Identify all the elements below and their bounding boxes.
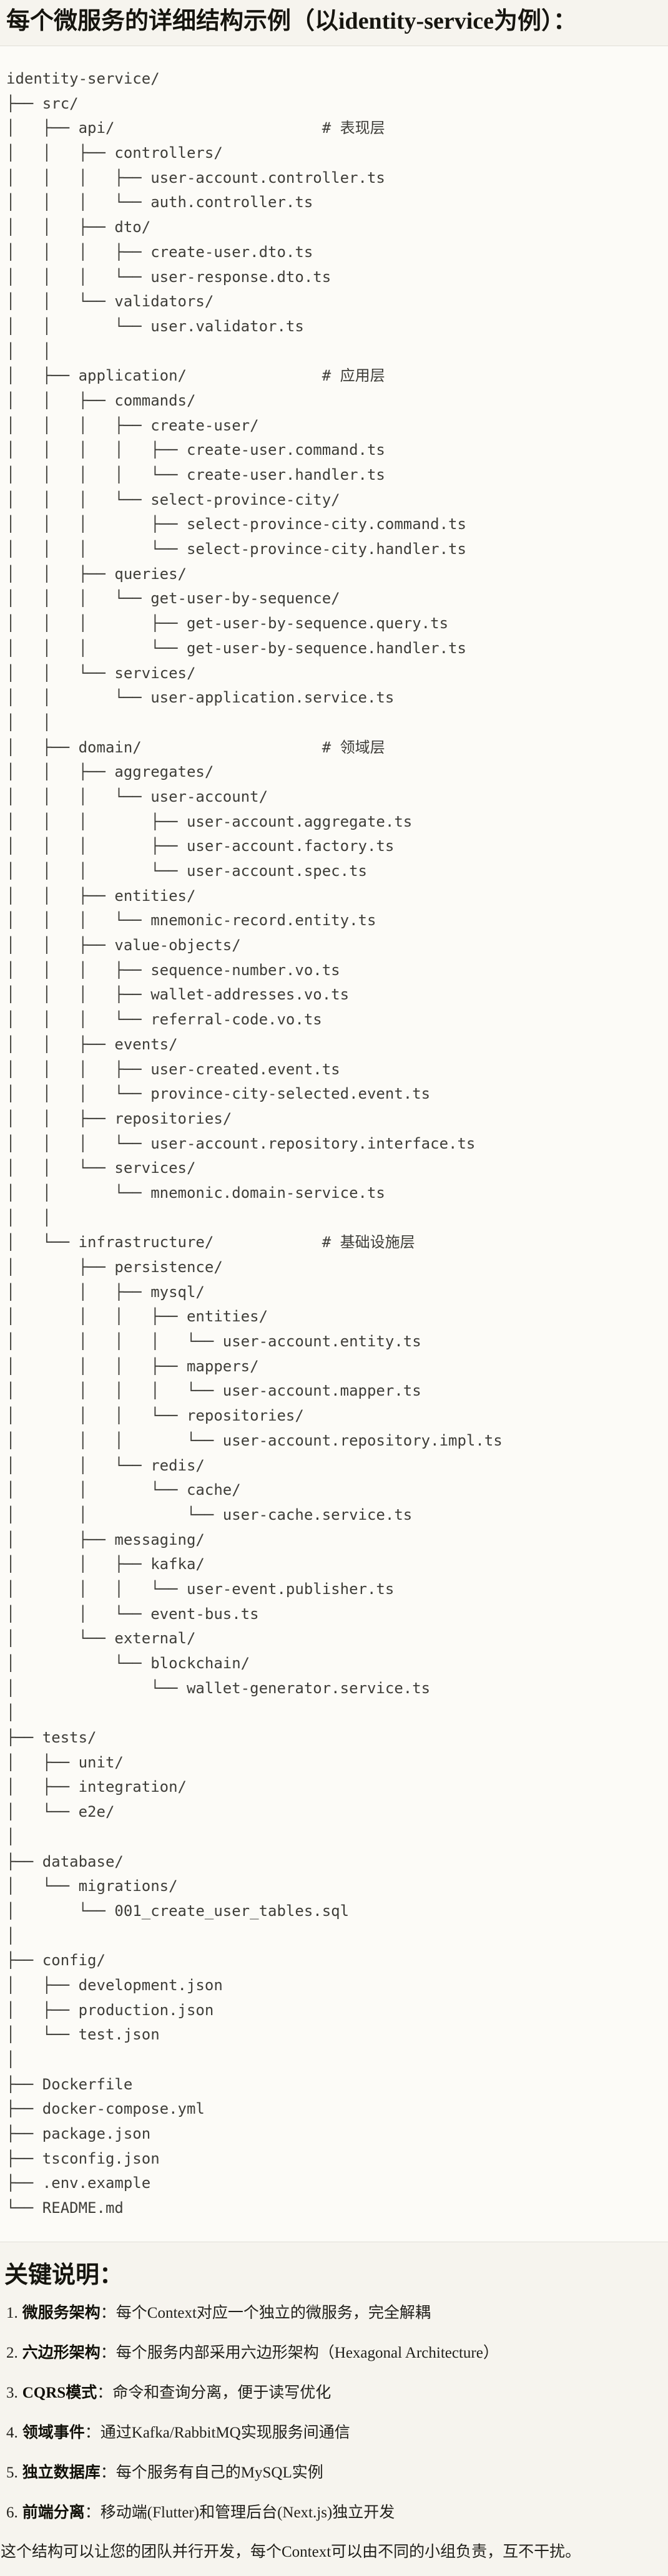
note-text: ：每个服务内部采用六边形架构（Hexagonal Architecture）: [100, 2344, 499, 2361]
page: { "title": "每个微服务的详细结构示例（以identity-servi…: [0, 7, 668, 2576]
file-tree: identity-service/ ├── src/ │ ├── api/ # …: [6, 70, 503, 2217]
note-number: 6.: [6, 2504, 18, 2521]
note-label: 六边形架构: [22, 2344, 101, 2361]
note-text: ：移动端(Flutter)和管理后台(Next.js)独立开发: [84, 2504, 395, 2521]
page-title: 每个微服务的详细结构示例（以identity-service为例）：: [6, 8, 577, 34]
note-item-6: 6.前端分离：移动端(Flutter)和管理后台(Next.js)独立开发: [0, 2502, 668, 2524]
key-notes-section: 关键说明： 1.微服务架构：每个Context对应一个独立的微服务，完全解耦 2…: [0, 2262, 668, 2564]
code-block: identity-service/ ├── src/ │ ├── api/ # …: [0, 46, 668, 2242]
note-label: 独立数据库: [22, 2464, 101, 2481]
note-text: ：命令和查询分离，便于读写优化: [97, 2384, 332, 2401]
note-item-3: 3.CQRS模式：命令和查询分离，便于读写优化: [0, 2383, 668, 2404]
note-number: 5.: [6, 2464, 18, 2481]
note-number: 3.: [6, 2384, 18, 2401]
note-text: ：每个服务有自己的MySQL实例: [100, 2464, 323, 2481]
note-item-2: 2.六边形架构：每个服务内部采用六边形架构（Hexagonal Architec…: [0, 2343, 668, 2364]
note-number: 4.: [6, 2424, 18, 2441]
note-item-1: 1.微服务架构：每个Context对应一个独立的微服务，完全解耦: [0, 2303, 668, 2324]
notes-heading: 关键说明：: [4, 2262, 124, 2288]
note-number: 1.: [6, 2304, 18, 2321]
note-item-5: 5.独立数据库：每个服务有自己的MySQL实例: [0, 2462, 668, 2484]
note-text: ：每个Context对应一个独立的微服务，完全解耦: [100, 2304, 431, 2321]
note-label: 前端分离: [22, 2504, 85, 2521]
closing-paragraph: 这个结构可以让您的团队并行开发，每个Context可以由不同的小组负责，互不干扰…: [1, 2543, 581, 2560]
note-label: CQRS模式: [22, 2384, 97, 2401]
note-label: 领域事件: [22, 2424, 85, 2441]
note-item-4: 4.领域事件：通过Kafka/RabbitMQ实现服务间通信: [0, 2423, 668, 2444]
note-text: ：通过Kafka/RabbitMQ实现服务间通信: [84, 2424, 350, 2441]
note-number: 2.: [6, 2344, 18, 2361]
note-label: 微服务架构: [22, 2304, 101, 2321]
